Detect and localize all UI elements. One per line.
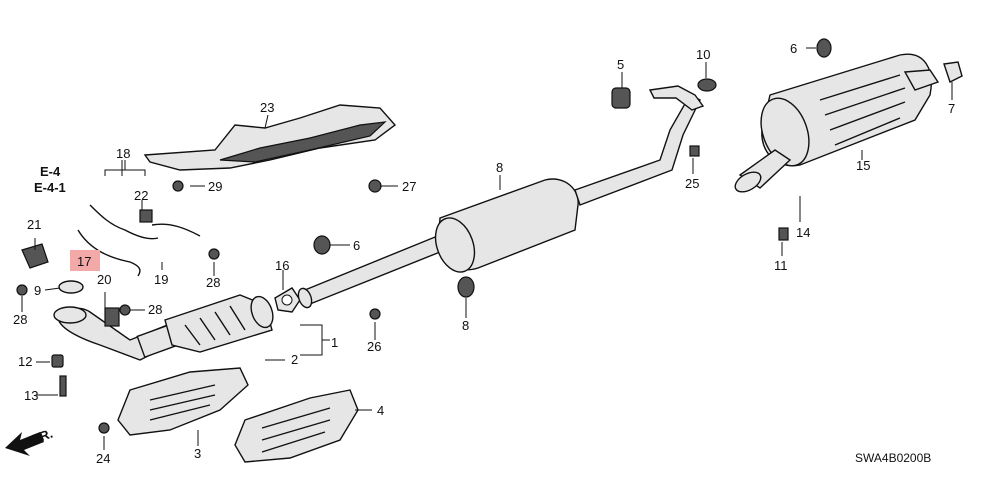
callout-20[interactable]: 20 xyxy=(97,272,111,287)
front-arrow-icon: FR. xyxy=(5,426,55,456)
callout-26[interactable]: 26 xyxy=(367,339,381,354)
callout-7[interactable]: 7 xyxy=(948,101,955,116)
callout-8-resonator[interactable]: 8 xyxy=(496,160,503,175)
callout-1[interactable]: 1 xyxy=(331,335,338,350)
small-parts xyxy=(16,38,963,434)
callout-28-bracket[interactable]: 28 xyxy=(148,302,162,317)
reference-e4[interactable]: E-4 xyxy=(40,164,61,179)
part-17-highlight xyxy=(70,250,100,271)
callout-17[interactable]: 17 xyxy=(77,254,91,269)
sensor-wires xyxy=(77,204,201,277)
callout-19[interactable]: 19 xyxy=(154,272,168,287)
front-arrow-label: FR. xyxy=(30,426,55,447)
heat-shield-upper xyxy=(143,104,397,171)
callout-4[interactable]: 4 xyxy=(377,403,384,418)
callout-5[interactable]: 5 xyxy=(617,57,624,72)
muffler xyxy=(734,53,940,193)
gasket-16 xyxy=(274,287,301,313)
heat-shield-4 xyxy=(234,389,359,463)
callout-23[interactable]: 23 xyxy=(260,100,274,115)
callout-2[interactable]: 2 xyxy=(291,352,298,367)
front-pipe xyxy=(53,294,274,361)
callout-13[interactable]: 13 xyxy=(24,388,38,403)
callout-29[interactable]: 29 xyxy=(208,179,222,194)
callout-28-bolt[interactable]: 28 xyxy=(206,275,220,290)
callout-18[interactable]: 18 xyxy=(116,146,130,161)
callouts: 1 2 3 4 5 6 6 7 8 8 9 10 11 12 13 14 15 … xyxy=(13,41,955,466)
callout-9[interactable]: 9 xyxy=(34,283,41,298)
middle-pipe-resonator xyxy=(297,85,705,309)
callout-6-muffler[interactable]: 6 xyxy=(790,41,797,56)
callout-6-hanger[interactable]: 6 xyxy=(353,238,360,253)
callout-24[interactable]: 24 xyxy=(96,451,110,466)
callout-11[interactable]: 11 xyxy=(774,258,788,273)
callout-12[interactable]: 12 xyxy=(18,354,32,369)
callout-15[interactable]: 15 xyxy=(856,158,870,173)
callout-28-left[interactable]: 28 xyxy=(13,312,27,327)
callout-16[interactable]: 16 xyxy=(275,258,289,273)
callout-22[interactable]: 22 xyxy=(134,188,148,203)
callout-27[interactable]: 27 xyxy=(402,179,416,194)
callout-10[interactable]: 10 xyxy=(696,47,710,62)
document-code: SWA4B0200B xyxy=(855,451,931,465)
callout-3[interactable]: 3 xyxy=(194,446,201,461)
callout-8-hanger[interactable]: 8 xyxy=(462,318,469,333)
reference-e4-1[interactable]: E-4-1 xyxy=(34,180,66,195)
callout-14[interactable]: 14 xyxy=(796,225,810,240)
callout-21[interactable]: 21 xyxy=(27,217,41,232)
callout-25[interactable]: 25 xyxy=(685,176,699,191)
heat-shield-3 xyxy=(117,367,249,436)
leader-lines xyxy=(21,47,953,450)
